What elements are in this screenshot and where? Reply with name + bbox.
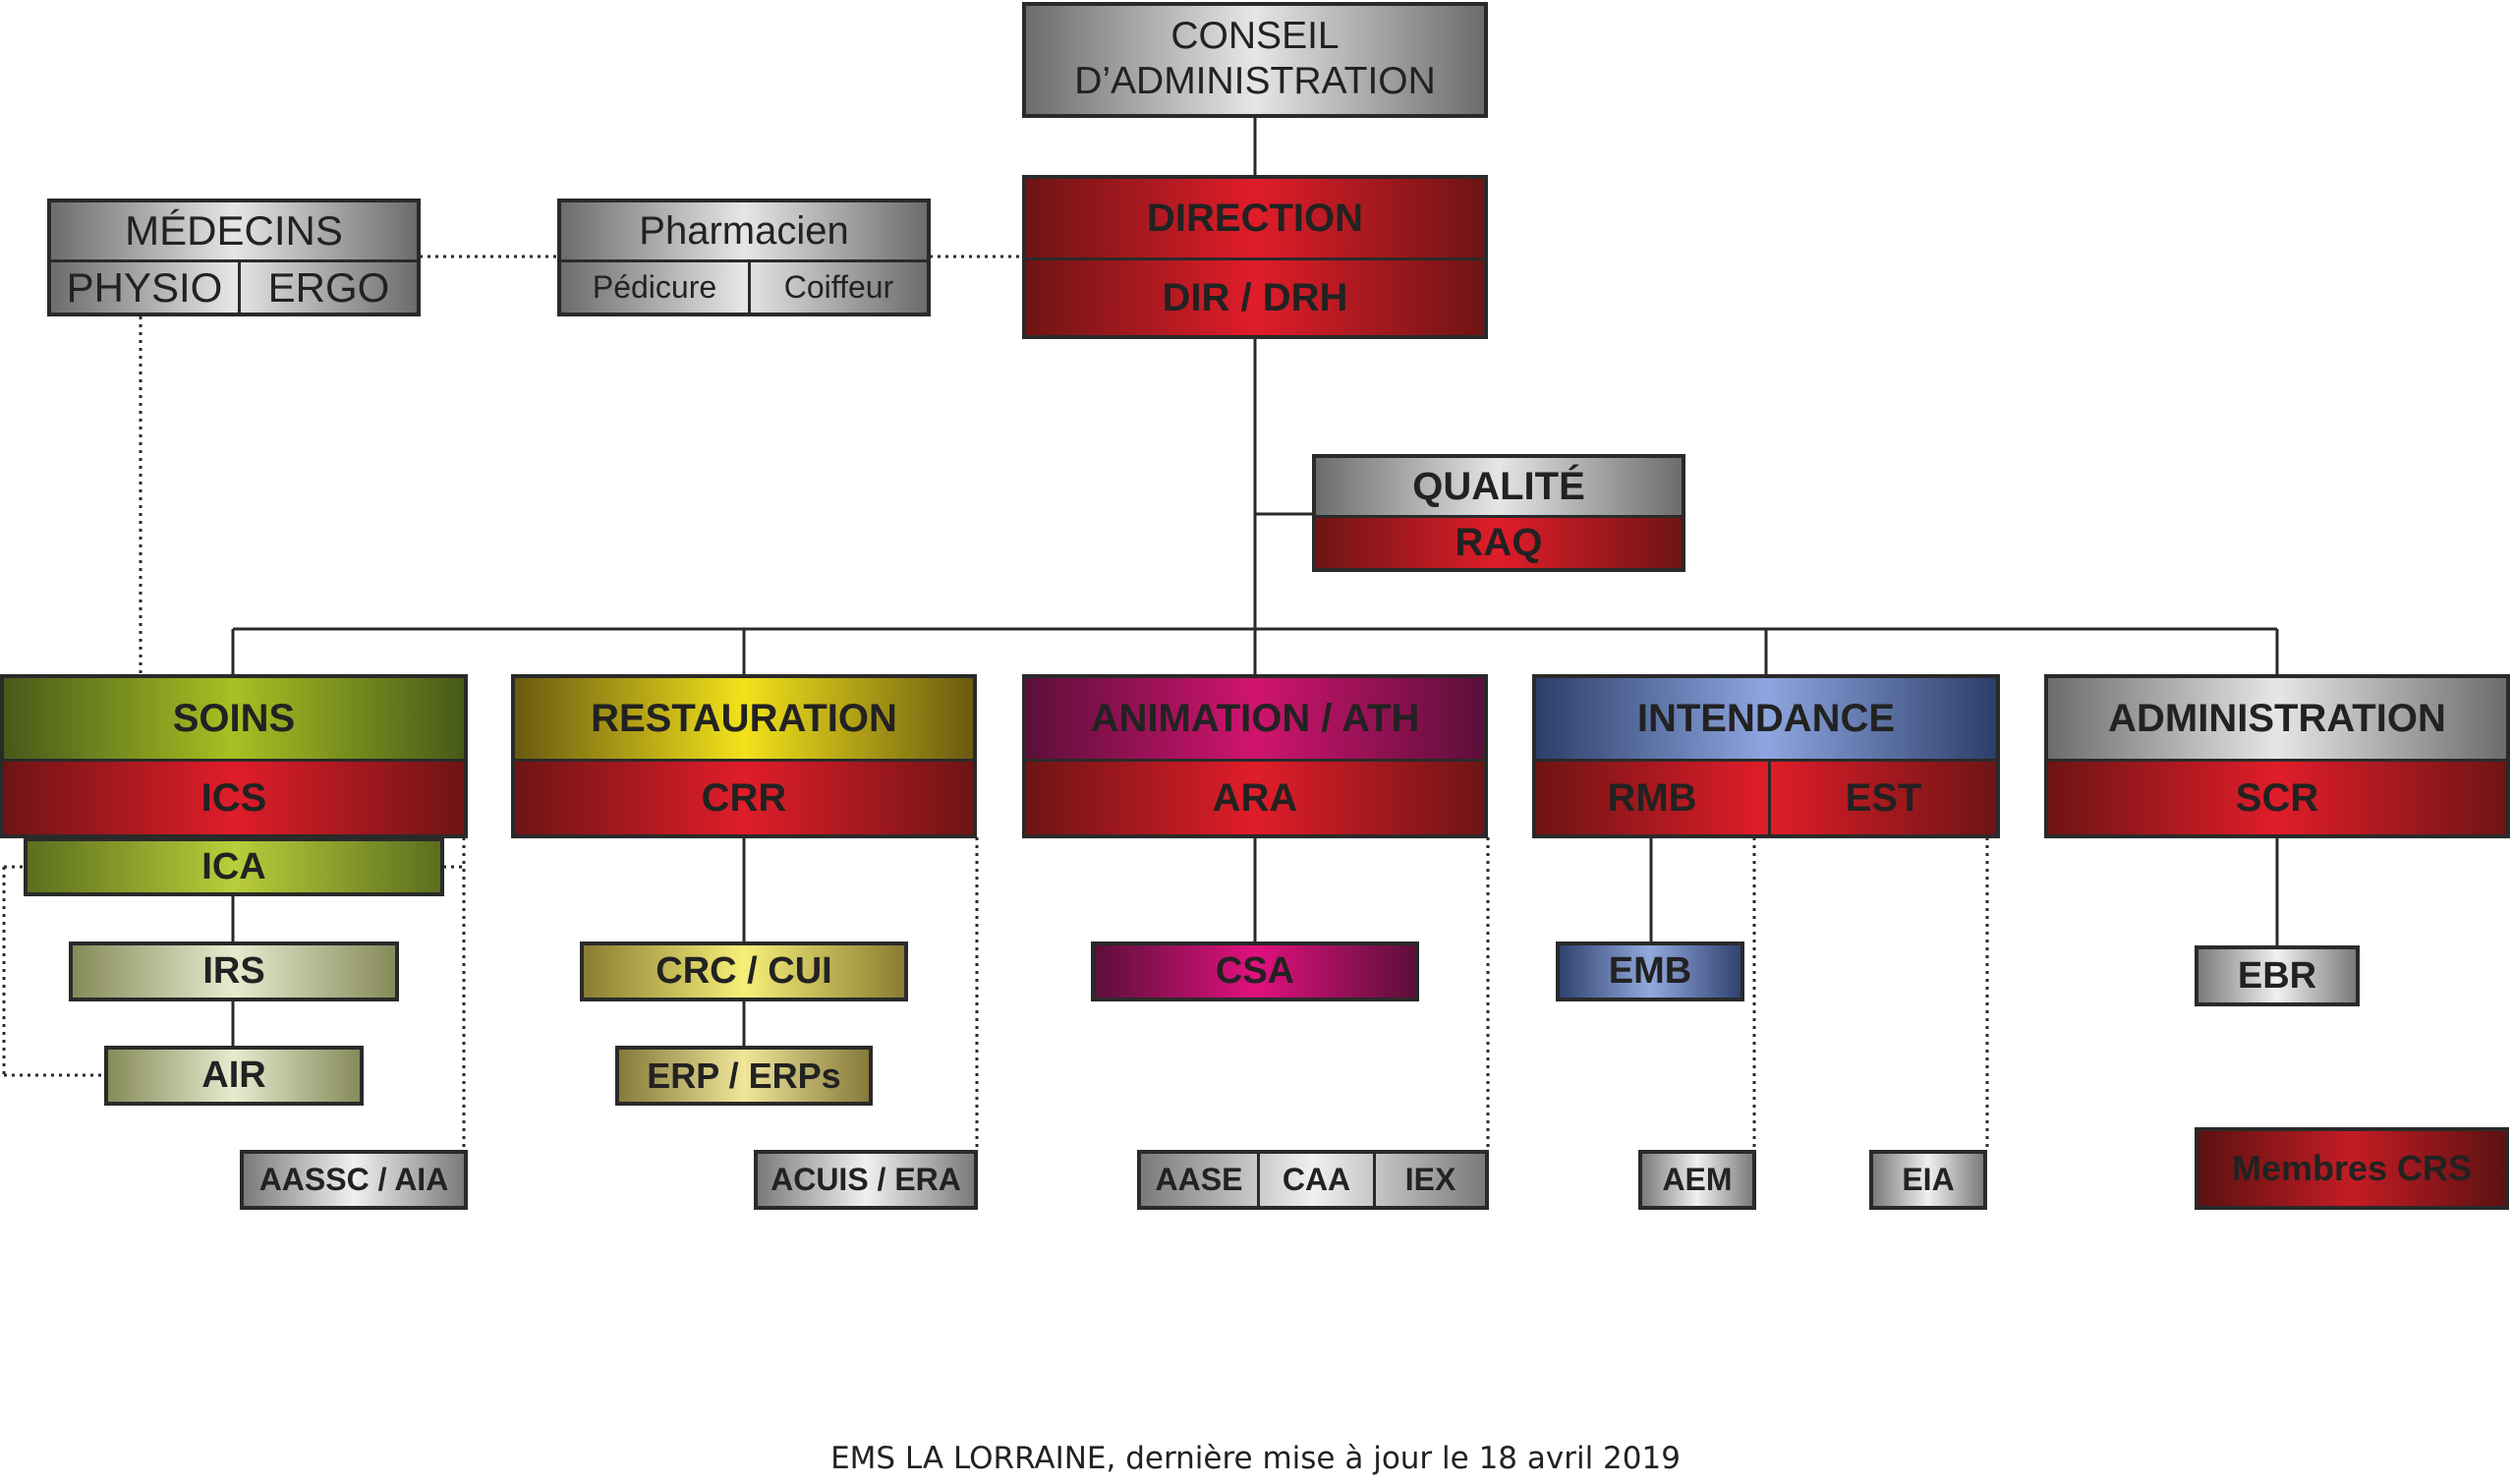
- intendance-emb-label: EMB: [1608, 950, 1692, 992]
- animation-extra-box: AASE CAA IEX: [1137, 1150, 1489, 1210]
- animation-ara: ARA: [1026, 759, 1484, 834]
- conseil-title-line1: CONSEIL: [1170, 15, 1340, 57]
- soins-irs-label: IRS: [202, 950, 265, 992]
- restauration-crc-label: CRC / CUI: [656, 950, 832, 992]
- pharmacien-box: Pharmacien Pédicure Coiffeur: [557, 199, 931, 316]
- intendance-eia-label: EIA: [1902, 1162, 1955, 1197]
- restauration-erp-label: ERP / ERPs: [647, 1055, 841, 1096]
- pharmacien-coiffeur: Coiffeur: [748, 259, 927, 313]
- animation-csa-box: CSA: [1091, 942, 1419, 1001]
- intendance-rmb: RMB: [1536, 759, 1768, 834]
- soins-ics: ICS: [4, 759, 464, 834]
- animation-caa-label: CAA: [1257, 1154, 1373, 1206]
- soins-ica-label: ICA: [201, 845, 266, 887]
- restauration-crr: CRR: [515, 759, 973, 834]
- administration-box: ADMINISTRATION SCR: [2044, 674, 2510, 838]
- soins-irs-box: IRS: [69, 942, 399, 1001]
- soins-aassc-label: AASSC / AIA: [258, 1162, 449, 1197]
- footer-caption: EMS LA LORRAINE, dernière mise à jour le…: [830, 1441, 1681, 1476]
- direction-title: DIRECTION: [1147, 196, 1363, 240]
- legend-membres-crs-box: Membres CRS: [2195, 1127, 2509, 1210]
- restauration-crc-box: CRC / CUI: [580, 942, 908, 1001]
- qualite-box: QUALITÉ RAQ: [1312, 454, 1685, 572]
- intendance-aem-box: AEM: [1638, 1150, 1756, 1210]
- restauration-acuis-label: ACUIS / ERA: [770, 1162, 961, 1197]
- medecins-ergo: ERGO: [238, 259, 417, 313]
- legend-membres-crs-label: Membres CRS: [2231, 1148, 2473, 1188]
- medecins-title: MÉDECINS: [125, 207, 343, 254]
- intendance-box: INTENDANCE RMB EST: [1532, 674, 2000, 838]
- soins-aassc-box: AASSC / AIA: [240, 1150, 468, 1210]
- soins-box: SOINS ICS: [0, 674, 468, 838]
- restauration-erp-box: ERP / ERPs: [615, 1046, 873, 1106]
- soins-air-box: AIR: [104, 1046, 364, 1106]
- pharmacien-title: Pharmacien: [639, 208, 849, 253]
- intendance-est: EST: [1768, 759, 1996, 834]
- qualite-raq: RAQ: [1316, 515, 1682, 568]
- administration-ebr-box: EBR: [2195, 945, 2360, 1006]
- administration-ebr-label: EBR: [2237, 954, 2317, 997]
- direction-box: DIRECTION DIR / DRH: [1022, 175, 1488, 339]
- intendance-eia-box: EIA: [1869, 1150, 1987, 1210]
- administration-scr: SCR: [2048, 759, 2506, 834]
- animation-iex-label: IEX: [1373, 1154, 1485, 1206]
- animation-title: ANIMATION / ATH: [1026, 678, 1484, 759]
- intendance-aem-label: AEM: [1662, 1162, 1733, 1197]
- conseil-administration-box: CONSEIL D’ADMINISTRATION: [1022, 2, 1488, 118]
- animation-aase-label: AASE: [1155, 1162, 1243, 1197]
- direction-sub: DIR / DRH: [1026, 257, 1484, 335]
- conseil-title-line2: D’ADMINISTRATION: [1074, 60, 1436, 102]
- animation-csa-label: CSA: [1215, 950, 1295, 992]
- qualite-title: QUALITÉ: [1316, 458, 1682, 515]
- restauration-title: RESTAURATION: [515, 678, 973, 759]
- animation-box: ANIMATION / ATH ARA: [1022, 674, 1488, 838]
- medecins-physio: PHYSIO: [51, 259, 238, 313]
- intendance-title: INTENDANCE: [1536, 678, 1996, 759]
- soins-air-label: AIR: [201, 1055, 266, 1096]
- administration-title: ADMINISTRATION: [2048, 678, 2506, 759]
- restauration-acuis-box: ACUIS / ERA: [754, 1150, 978, 1210]
- intendance-emb-box: EMB: [1556, 942, 1744, 1001]
- medecins-box: MÉDECINS PHYSIO ERGO: [47, 199, 421, 316]
- pharmacien-pedicure: Pédicure: [561, 259, 748, 313]
- restauration-box: RESTAURATION CRR: [511, 674, 977, 838]
- soins-ica-box: ICA: [24, 837, 444, 896]
- soins-title: SOINS: [4, 678, 464, 759]
